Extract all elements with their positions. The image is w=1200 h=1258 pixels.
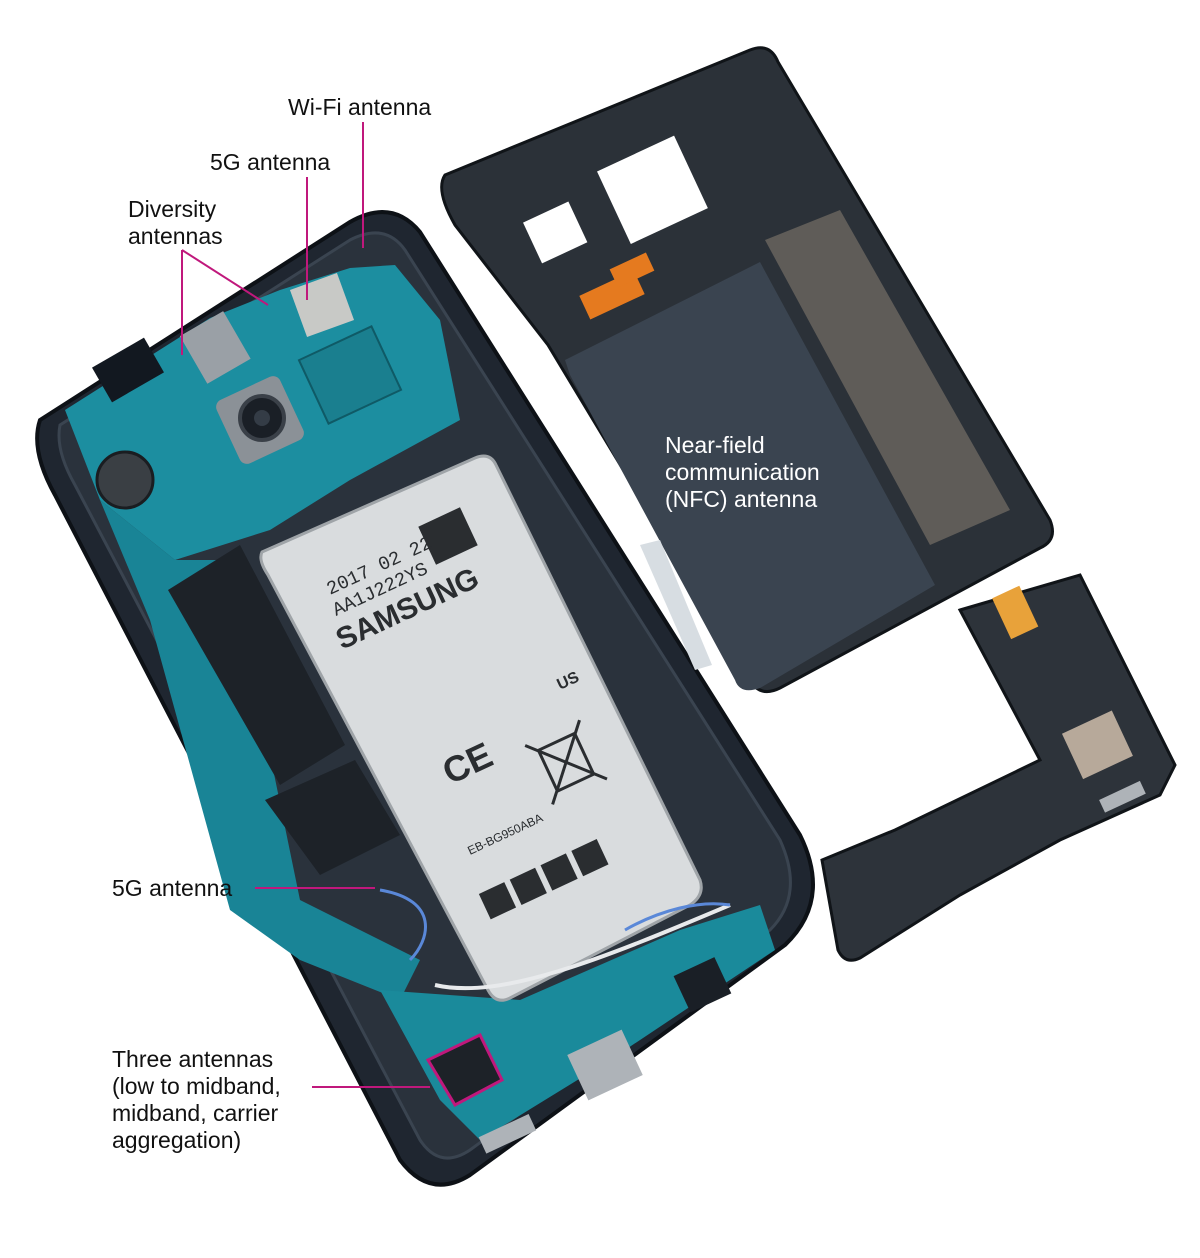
board-component	[297, 325, 403, 425]
speaker-flex	[992, 585, 1039, 640]
nfc-cover-plate	[440, 46, 1054, 694]
label-nfc-antenna: Near-field communication (NFC) antenna	[665, 432, 820, 513]
earpiece-module	[179, 311, 251, 384]
camera-window	[597, 135, 708, 245]
battery-bin-symbol	[524, 719, 608, 805]
label-line: midband, carrier	[112, 1100, 279, 1126]
speaker-port	[1099, 780, 1146, 813]
usb-port	[567, 1029, 643, 1101]
battery-warning-icons	[478, 839, 609, 920]
three-antenna-module	[425, 1033, 504, 1107]
black-pad	[168, 545, 345, 785]
nfc-pad	[565, 262, 935, 691]
headphone-jack	[673, 957, 732, 1013]
label-line: aggregation)	[112, 1127, 242, 1153]
label-line: (NFC) antenna	[665, 486, 818, 512]
label-line: (low to midband,	[112, 1073, 281, 1099]
camera-lens-center	[254, 410, 270, 426]
callout-lines	[181, 122, 430, 1088]
sensor-window	[523, 201, 588, 264]
label-5g-antenna-top: 5G antenna	[210, 149, 331, 175]
label-diversity-antennas: Diversity antennas	[128, 196, 223, 250]
label-line: Three antennas	[112, 1046, 274, 1072]
charging-strip	[765, 210, 1010, 545]
loudspeaker-panel	[820, 573, 1177, 962]
antenna-cable	[434, 903, 731, 991]
label-line: Diversity	[128, 196, 217, 222]
antenna-cable	[379, 888, 427, 962]
label-line: antennas	[128, 223, 223, 249]
label-5g-antenna-bottom: 5G antenna	[112, 875, 233, 901]
speaker-panel-frame	[820, 573, 1177, 962]
antenna-cable	[624, 902, 731, 932]
speaker-grille	[478, 1114, 537, 1154]
callout-line-diversity-2	[181, 249, 269, 306]
flex-connector	[579, 270, 645, 320]
speaker-membrane	[1061, 710, 1133, 780]
vibration-motor	[95, 450, 155, 510]
label-line: communication	[665, 459, 820, 485]
phone-body: 2017 02 22 AA1J222YS SAMSUNG US CE EB-BG…	[35, 210, 815, 1187]
chip	[92, 337, 164, 403]
label-wifi-antenna: Wi-Fi antenna	[288, 94, 432, 120]
nfc-edge-strip	[640, 540, 712, 670]
battery-qr-code	[418, 507, 478, 565]
label-line: Near-field	[665, 432, 765, 458]
label-three-antennas: Three antennas (low to midband, midband,…	[112, 1046, 281, 1154]
shield-can	[289, 272, 355, 338]
flex-connector	[609, 252, 655, 288]
black-pad	[265, 760, 400, 875]
